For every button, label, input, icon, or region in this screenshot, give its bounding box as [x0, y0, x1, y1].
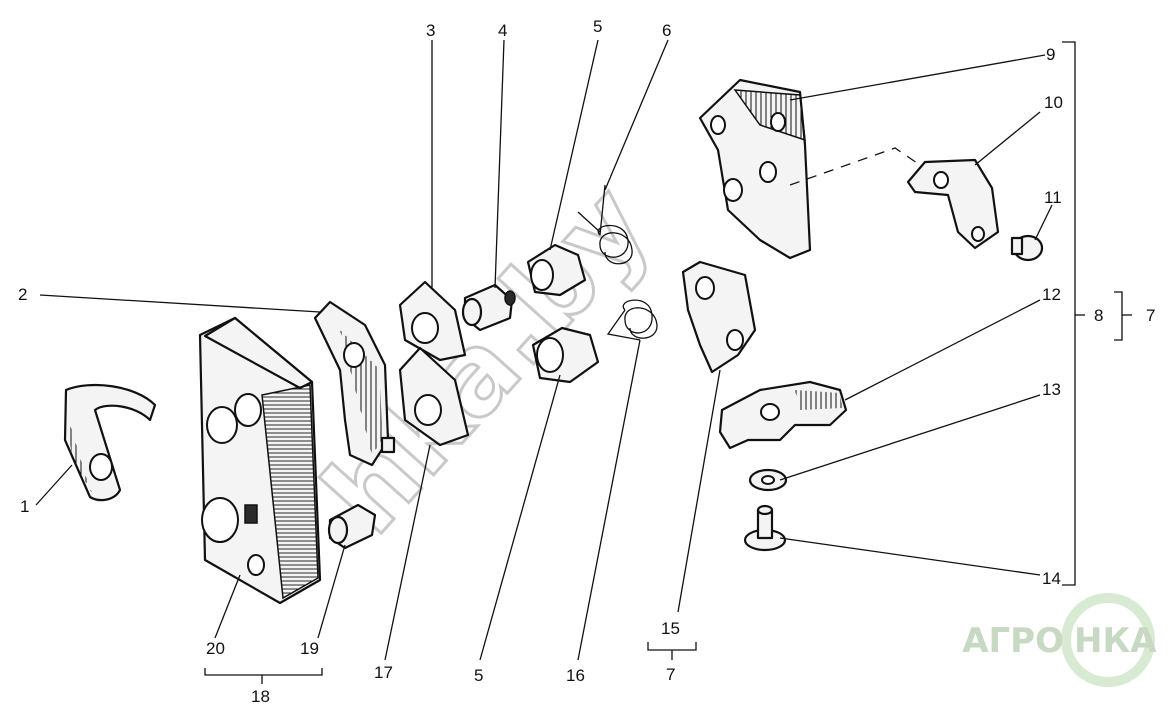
part-15-plate	[681, 260, 757, 374]
logo-text-left: АГРО	[962, 621, 1064, 661]
part-2-lever	[313, 300, 396, 467]
part-10-lever	[906, 158, 1000, 250]
callout-15: 15	[661, 619, 680, 638]
callout-13: 13	[1042, 380, 1061, 399]
logo-ring	[1061, 593, 1155, 687]
part-1-clip	[63, 383, 157, 502]
callout-17: 17	[374, 663, 393, 682]
part-9-bracket	[698, 78, 812, 260]
leader-lines	[35, 39, 1132, 684]
callout-14: 14	[1042, 569, 1061, 588]
logo-text-right: НКА	[1074, 621, 1157, 661]
part-14-pin	[743, 504, 787, 552]
part-16-spring	[606, 299, 658, 341]
callout-5-top: 5	[593, 17, 602, 36]
callout-16: 16	[566, 666, 585, 685]
callout-9: 9	[1046, 45, 1055, 64]
part-19-bushing	[327, 503, 377, 550]
callout-7-right: 7	[1146, 306, 1155, 325]
callout-7-bottom: 7	[666, 665, 675, 684]
part-20-housing	[198, 316, 322, 605]
part-5-nut-lower	[531, 326, 600, 384]
callout-19: 19	[300, 639, 319, 658]
callout-10: 10	[1044, 93, 1063, 112]
callout-8: 8	[1094, 306, 1103, 325]
part-12-latch	[718, 380, 848, 450]
callout-3: 3	[426, 21, 435, 40]
callout-11: 11	[1044, 188, 1062, 207]
callout-20: 20	[206, 639, 225, 658]
part-13-washer	[748, 468, 788, 492]
part-3-cam	[398, 280, 467, 362]
part-5-nut-upper	[526, 243, 587, 297]
part-4-bushing	[461, 283, 516, 332]
callout-1: 1	[20, 497, 29, 516]
agro-nka-logo: АГРО НКА	[962, 593, 1157, 687]
part-11-stud	[1010, 234, 1044, 262]
callout-labels: 1 2 3 4 5 6 9 10 11 12 8 7 13 14 15 7 16…	[18, 17, 1155, 706]
callout-12: 12	[1042, 285, 1061, 304]
callout-4: 4	[498, 21, 507, 40]
callout-6: 6	[662, 21, 671, 40]
callout-5-bottom: 5	[474, 666, 483, 685]
part-17-cam	[398, 346, 470, 447]
callout-2: 2	[18, 285, 27, 304]
callout-18: 18	[251, 687, 270, 706]
part-6-spring	[577, 184, 633, 265]
